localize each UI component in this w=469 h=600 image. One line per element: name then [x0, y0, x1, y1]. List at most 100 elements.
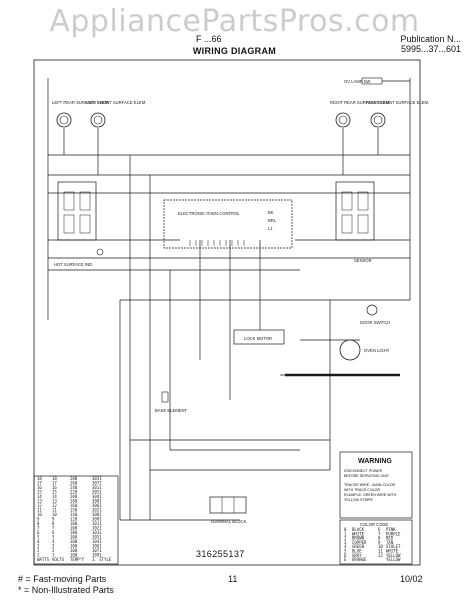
spec-table-cell: 15 [52, 490, 57, 495]
electronic-oven-control-label: ELECTRONIC OVEN CONTROL [178, 211, 240, 216]
spec-table-cell: 13 [52, 499, 57, 504]
page-title: WIRING DIAGRAM [192, 46, 277, 56]
spec-table-cell: 3051 [92, 490, 102, 495]
color-code-cell: COPPER [352, 540, 367, 545]
color-code-cell: PURPLE [386, 531, 401, 536]
color-code-cell: 8 [378, 536, 381, 541]
spec-table-cell: 8 [52, 521, 55, 526]
spec-table-cell: 4 [37, 539, 40, 544]
surface-element-lf: LEFT FRONT SURFACE ELEM. [86, 100, 146, 128]
bake-element-label: BAKE ELEMENT [155, 408, 188, 413]
hot-surface-indicator-label: HOT SURFACE IND. [54, 262, 93, 267]
color-code-cell: PINK [386, 527, 396, 532]
color-code-cell: GREEN [352, 544, 365, 549]
warning-line4: WITH TRACE COLOR [344, 488, 380, 492]
spec-table-cell: 9 [52, 517, 55, 522]
spec-table-cell: 2 [37, 548, 40, 553]
spec-table-cell: 15 [37, 490, 42, 495]
spec-table-cell: 3041 [92, 494, 102, 499]
spec-table-cell: 7 [52, 526, 55, 531]
diagram-frame [33, 59, 421, 566]
bake-element: BAKE ELEMENT [155, 391, 188, 413]
spec-table-cell: 7 [37, 526, 40, 531]
spec-table-cell: 100 [70, 553, 78, 558]
spec-table-cell: 1061 [92, 544, 102, 549]
header-publication-line1: Publication N... [400, 34, 461, 44]
color-code-cell: 0 [344, 527, 347, 532]
spec-table-cell: 3. STYLE [92, 557, 112, 562]
spec-table-cell: 3071 [92, 481, 102, 486]
color-code-cell: 7 [378, 531, 381, 536]
warning-line3: TRACER WIRE - MAIN COLOR [344, 483, 396, 487]
spec-table-cell: 240 [70, 485, 78, 490]
spec-table-cell: 9 [37, 517, 40, 522]
spec-table-cell: 13 [37, 499, 42, 504]
warning-line5: EXAMPLE: GREEN WIRE WITH [344, 493, 397, 497]
color-code-cell: 10 [378, 544, 383, 549]
color-code-cell: BLACK [352, 527, 365, 532]
spec-table-cell: 1071 [92, 548, 102, 553]
spec-table-cell: 16 [52, 485, 57, 490]
spec-table-cell: 100 [70, 521, 78, 526]
eoc-bk-label: BK [268, 210, 274, 215]
spec-table-cell: 100 [70, 526, 78, 531]
spec-table-cell: 4 [52, 539, 55, 544]
oven-light-label: OVEN LIGHT [364, 348, 390, 353]
spec-table-cell: TEMP°F [70, 557, 85, 562]
spec-table-cell: 1031 [92, 530, 102, 535]
terminal-block: TERMINAL BLOCK [209, 496, 247, 524]
spec-table-cell: 12 [37, 503, 42, 508]
footer-legend-nonillustrated: * = Non-Illustrated Parts [18, 585, 114, 595]
surface-switch-left [57, 181, 97, 241]
spec-table-cell: 160 [70, 503, 78, 508]
oven-lamp-switch: OV LAMP SW [344, 77, 383, 85]
spec-table-cell: 180 [70, 499, 78, 504]
spec-table-cell: 100 [70, 539, 78, 544]
spec-table-cell: 10 [52, 512, 57, 517]
color-code-cell: YELLOW [386, 557, 401, 562]
color-code-cell: WHITE [352, 531, 365, 536]
color-code-cell: 6 [378, 527, 381, 532]
surface-element-rr: RIGHT REAR SURFACE ELEM. [330, 100, 390, 128]
spec-table-cell: WATTS [37, 557, 50, 562]
spec-table-cell: 120 [70, 517, 78, 522]
spec-table-cell: 1041 [92, 539, 102, 544]
spec-table-cell: 1091 [92, 553, 102, 558]
spec-table-cell: 3091 [92, 517, 102, 522]
color-code-cell: TAN [386, 540, 394, 545]
color-code-cell: 4 [344, 544, 347, 549]
door-switch-label: DOOR SWITCH [360, 320, 390, 325]
spec-table-cell: 280 [70, 476, 78, 481]
surface-switch-right: SENSOR [335, 181, 375, 263]
oven-light: OVEN LIGHT [339, 339, 390, 361]
color-code-cell: E [344, 557, 347, 562]
lock-motor-label: LOCK MOTOR [244, 336, 272, 341]
spec-table-cell: 3061 [92, 503, 102, 508]
spec-table-cell: 11 [37, 508, 42, 513]
electronic-oven-control: ELECTRONIC OVEN CONTROL BK BRL L1 [163, 199, 293, 249]
eoc-brl-label: BRL [268, 218, 277, 223]
spec-table-cell: 220 [70, 490, 78, 495]
color-code-cell: GRAY [352, 553, 362, 558]
warning-line2: BEFORE SERVICING UNIT. [344, 474, 390, 478]
surface-element-rf: RIGHT FRONT SURFACE ELEM. [366, 100, 429, 128]
spec-table-cell: 3021 [92, 508, 102, 513]
color-code-cell: WHITE [386, 549, 399, 554]
spec-table-cell: 11 [52, 508, 57, 513]
spec-table-cell: 3 [37, 544, 40, 549]
header-model-fragment: F ...66 [196, 34, 222, 44]
oven-lamp-switch-label: OV LAMP SW [344, 79, 370, 84]
eoc-l1-label: L1 [268, 226, 273, 231]
color-code-cell: BROWN [352, 536, 365, 541]
diagram-part-number: 316255137 [196, 549, 245, 559]
spec-table-cell: 140 [70, 512, 78, 517]
spec-table-cell: 6 [52, 530, 55, 535]
lock-motor: LOCK MOTOR [233, 329, 285, 345]
warning-title: WARNING [358, 458, 392, 465]
spec-table-cell: 200 [70, 494, 78, 499]
spec-table-cell: 8 [37, 521, 40, 526]
spec-table-cell: VOLTS [52, 557, 65, 562]
spec-table-cell: 3031 [92, 476, 102, 481]
header-publication: Publication N... 5995...37...601 [400, 34, 461, 54]
color-code-cell: BLUE [352, 549, 362, 554]
